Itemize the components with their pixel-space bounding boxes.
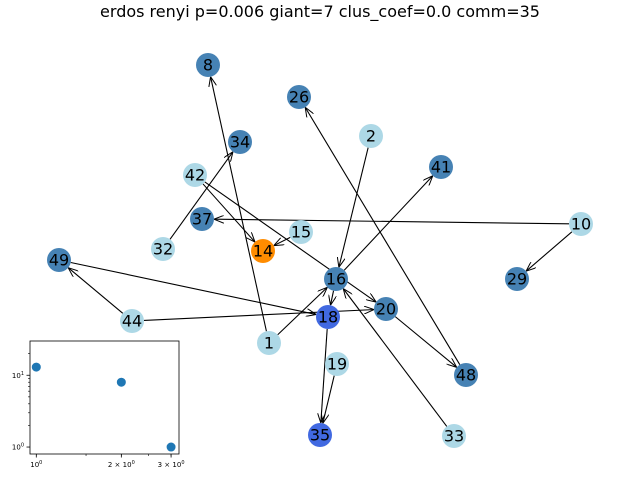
- node-8: 8: [196, 53, 220, 77]
- inset-x-tick-label: 3 × 100: [158, 460, 185, 469]
- node-circle: [251, 239, 275, 263]
- inset-x-tick-label: 100: [30, 460, 42, 469]
- node-label: 35: [310, 426, 330, 445]
- node-circle: [569, 212, 593, 236]
- node-label: 1: [264, 334, 274, 353]
- node-circle: [325, 352, 349, 376]
- inset-axes-frame: [29, 340, 180, 455]
- node-circle: [505, 267, 529, 291]
- node-label: 20: [376, 300, 396, 319]
- node-41: 41: [429, 155, 453, 179]
- node-circle: [47, 248, 71, 272]
- edge-18-35: [321, 328, 328, 422]
- node-42: 42: [183, 163, 207, 187]
- node-circle: [359, 124, 383, 148]
- edge-32-34: [169, 153, 232, 240]
- inset-point: [166, 442, 176, 452]
- inset-y-tick-label: 101: [12, 371, 24, 380]
- node-32: 32: [151, 237, 175, 261]
- node-48: 48: [454, 363, 478, 387]
- node-label: 8: [203, 56, 213, 75]
- node-15: 15: [289, 220, 313, 244]
- node-circle: [324, 267, 348, 291]
- node-label: 44: [122, 312, 142, 331]
- nodes-layer: 8 26 2 34 41 42 37 15 10 32 14 49 16 29 20 44 18 1 19 48 35 3…: [47, 53, 593, 448]
- node-label: 41: [431, 158, 451, 177]
- edge-16-41: [343, 176, 432, 271]
- node-circle: [190, 207, 214, 231]
- node-label: 14: [253, 242, 273, 261]
- node-37: 37: [190, 207, 214, 231]
- degree-distribution-inset: 100 2 × 100 3 × 100 100 101: [12, 340, 185, 469]
- edge-15-14: [275, 236, 291, 245]
- node-49: 49: [47, 248, 71, 272]
- node-circle: [228, 130, 252, 154]
- node-33: 33: [442, 424, 466, 448]
- node-label: 42: [185, 166, 205, 185]
- node-35: 35: [308, 423, 332, 447]
- node-10: 10: [569, 212, 593, 236]
- inset-x-tick-label: 2 × 100: [108, 460, 135, 469]
- edge-48-26: [306, 108, 461, 365]
- edge-20-48: [394, 316, 456, 367]
- figure-title: erdos renyi p=0.006 giant=7 clus_coef=0.…: [100, 2, 540, 21]
- edge-42-20: [204, 181, 376, 302]
- node-18: 18: [316, 305, 340, 329]
- node-label: 19: [327, 355, 347, 374]
- node-circle: [429, 155, 453, 179]
- node-circle: [316, 305, 340, 329]
- node-34: 34: [228, 130, 252, 154]
- node-label: 29: [507, 270, 527, 289]
- node-circle: [454, 363, 478, 387]
- node-19: 19: [325, 352, 349, 376]
- node-label: 37: [192, 210, 212, 229]
- node-circle: [257, 331, 281, 355]
- node-label: 32: [153, 240, 173, 259]
- inset-y-tick-label: 100: [12, 443, 24, 452]
- node-label: 33: [444, 427, 464, 446]
- edge-1-8: [211, 78, 267, 332]
- node-circle: [374, 297, 398, 321]
- node-1: 1: [257, 331, 281, 355]
- node-14: 14: [251, 239, 275, 263]
- node-20: 20: [374, 297, 398, 321]
- node-label: 15: [291, 223, 311, 242]
- edge-42-14: [202, 183, 254, 241]
- edge-49-18: [70, 261, 316, 314]
- node-label: 49: [49, 251, 69, 270]
- node-circle: [183, 163, 207, 187]
- node-2: 2: [359, 124, 383, 148]
- node-label: 26: [289, 88, 309, 107]
- edge-19-35: [323, 375, 335, 423]
- node-44: 44: [120, 309, 144, 333]
- edge-10-29: [527, 231, 573, 271]
- node-label: 10: [571, 215, 591, 234]
- edge-10-37: [215, 219, 570, 225]
- edge-33-16: [344, 289, 448, 427]
- inset-point: [116, 377, 126, 387]
- node-29: 29: [505, 267, 529, 291]
- node-circle: [308, 423, 332, 447]
- node-16: 16: [324, 267, 348, 291]
- node-circle: [151, 237, 175, 261]
- node-label: 34: [230, 133, 250, 152]
- node-26: 26: [287, 85, 311, 109]
- node-circle: [289, 220, 313, 244]
- edge-2-16: [339, 147, 369, 267]
- node-circle: [196, 53, 220, 77]
- node-label: 16: [326, 270, 346, 289]
- node-label: 48: [456, 366, 476, 385]
- node-circle: [287, 85, 311, 109]
- node-label: 2: [366, 127, 376, 146]
- node-label: 18: [318, 308, 338, 327]
- edge-44-49: [69, 268, 124, 314]
- edge-16-18: [331, 290, 334, 305]
- node-circle: [442, 424, 466, 448]
- edges-layer: [69, 78, 573, 427]
- node-circle: [120, 309, 144, 333]
- inset-point: [31, 362, 41, 372]
